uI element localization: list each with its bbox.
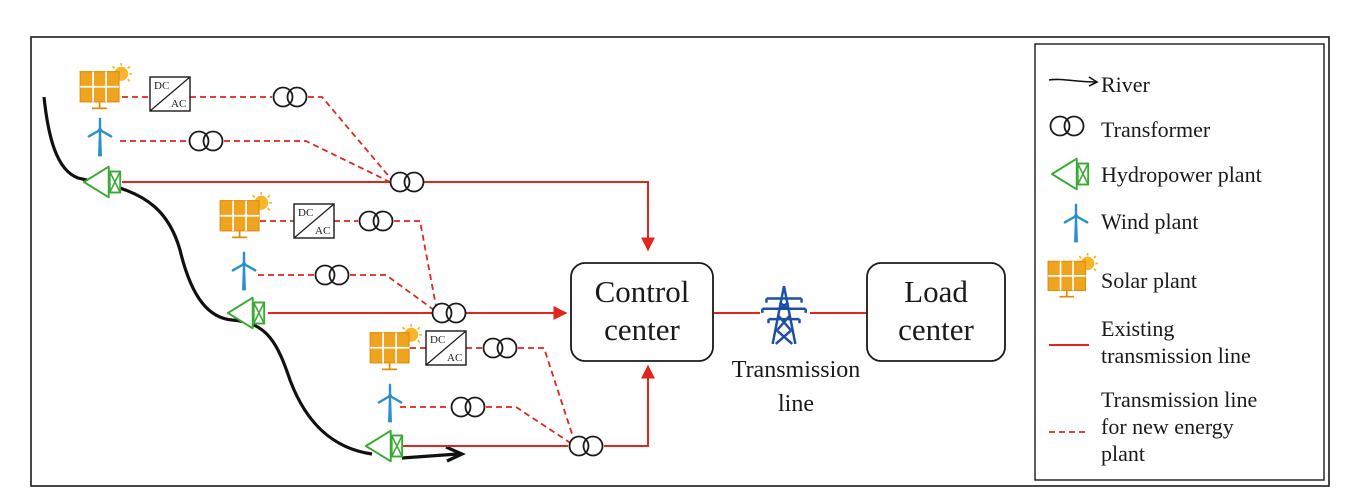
converter-3: DC AC [425,330,467,366]
load-center-label-2: center [898,312,974,347]
wind-plant-icon [231,251,257,292]
solar-plant-icon [79,63,132,110]
transformer-icon [314,264,350,286]
converter-ac-label: AC [315,225,330,237]
control-center-label-1: Control [595,274,690,309]
legend: River Transformer Hydropower plant Wind … [1047,72,1262,466]
legend-hydropower-label: Hydropower plant [1101,162,1262,187]
legend-hydropower-icon [1050,157,1090,191]
hydropower-plant-icon [226,296,266,330]
solar-plant-icon [219,192,272,239]
legend-river-icon [1048,78,1097,83]
legend-wind-icon [1063,203,1089,244]
converter-ac-label: AC [171,98,186,110]
transformer-icon [431,302,467,324]
converter-1: DC AC [149,76,191,112]
transmission-tower-icon [761,284,807,346]
transformer-icon [272,86,308,108]
river-outlet [401,452,459,460]
control-center-box [570,262,714,362]
converter-2: DC AC [293,203,335,239]
transformer-icon [358,210,394,232]
converter-dc-label: DC [154,80,169,92]
converter-dc-label: DC [430,334,445,346]
hydropower-plant-icon [82,165,122,199]
solar-plant-icon [369,324,422,371]
legend-new-line-label-3: plant [1101,441,1145,466]
legend-transformer-icon [1049,115,1085,137]
legend-solar-label: Solar plant [1101,268,1197,293]
hydropower-plant-icon [364,429,404,463]
legend-transformer-label: Transformer [1101,117,1211,142]
transmission-label-2: line [778,391,814,417]
legend-existing-line-label-1: Existing [1101,316,1174,341]
load-center-label-1: Load [904,274,968,309]
legend-frame [1034,43,1325,481]
transformer-icon [450,396,486,418]
legend-wind-label: Wind plant [1101,209,1199,234]
legend-existing-line-label-2: transmission line [1101,343,1251,368]
transmission-label-1: Transmission [732,357,860,383]
outer-frame [30,36,1330,487]
new-energy-lines [120,96,575,445]
river-arrowhead [445,445,466,463]
wind-plant-icon [377,383,403,424]
load-center-box [866,262,1006,362]
river-line [42,96,373,456]
legend-solar-icon [1047,253,1098,298]
converter-ac-label: AC [447,352,462,364]
existing-lines [122,181,868,447]
wind-plant-icon [87,117,113,158]
legend-new-line-label-2: for new energy [1101,414,1234,439]
transformer-icon [568,435,604,457]
transformer-icon [188,130,224,152]
control-center-label-2: center [604,312,680,347]
transformer-icon [389,171,425,193]
transformer-icon [482,337,518,359]
legend-new-line-label-1: Transmission line [1101,387,1257,412]
converter-dc-label: DC [298,207,313,219]
legend-river-label: River [1101,72,1151,97]
